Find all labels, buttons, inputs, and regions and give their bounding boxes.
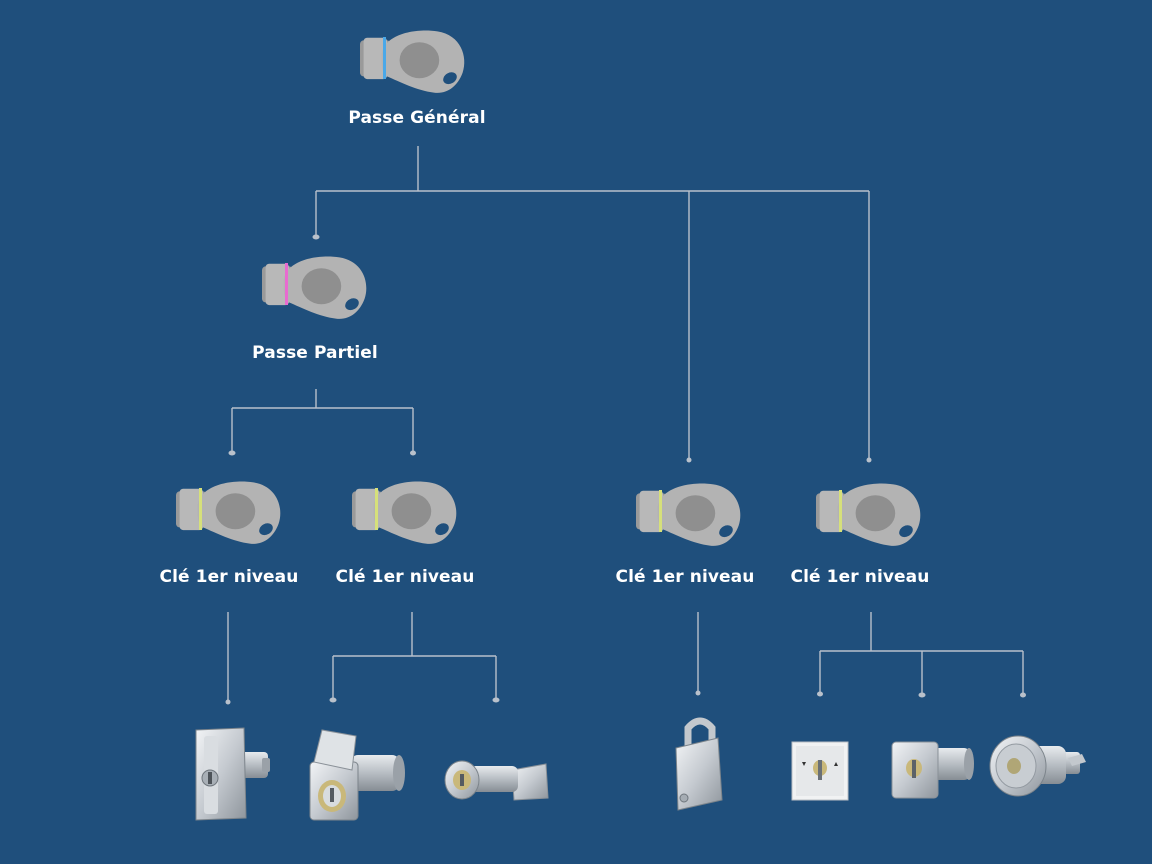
node-label-passe-general: Passe Général <box>348 108 486 128</box>
node-label-cle-4: Clé 1er niveau <box>790 567 930 587</box>
node-label-passe-partiel: Passe Partiel <box>252 343 378 363</box>
key-yellow-ring-icon <box>636 483 741 546</box>
key-blue-ring-icon <box>360 30 465 93</box>
key-pink-ring-icon <box>262 256 367 319</box>
key-yellow-ring-icon <box>352 481 457 544</box>
round-cylinder-lock-icon <box>989 735 1086 797</box>
cam-lock-icon <box>444 760 549 801</box>
covered-cylinder-lock-icon <box>309 729 405 821</box>
connector-lines <box>227 146 1024 701</box>
square-flange-cylinder-icon <box>891 741 974 799</box>
t-handle-lock-icon <box>195 727 270 821</box>
node-label-cle-2: Clé 1er niveau <box>335 567 475 587</box>
key-yellow-ring-icon <box>816 483 921 546</box>
node-label-cle-1: Clé 1er niveau <box>159 567 299 587</box>
padlock-icon <box>675 717 723 811</box>
connector-endpoints <box>225 234 1026 705</box>
node-label-cle-3: Clé 1er niveau <box>615 567 755 587</box>
key-switch-plate-icon <box>791 741 849 801</box>
key-yellow-ring-icon <box>176 481 281 544</box>
